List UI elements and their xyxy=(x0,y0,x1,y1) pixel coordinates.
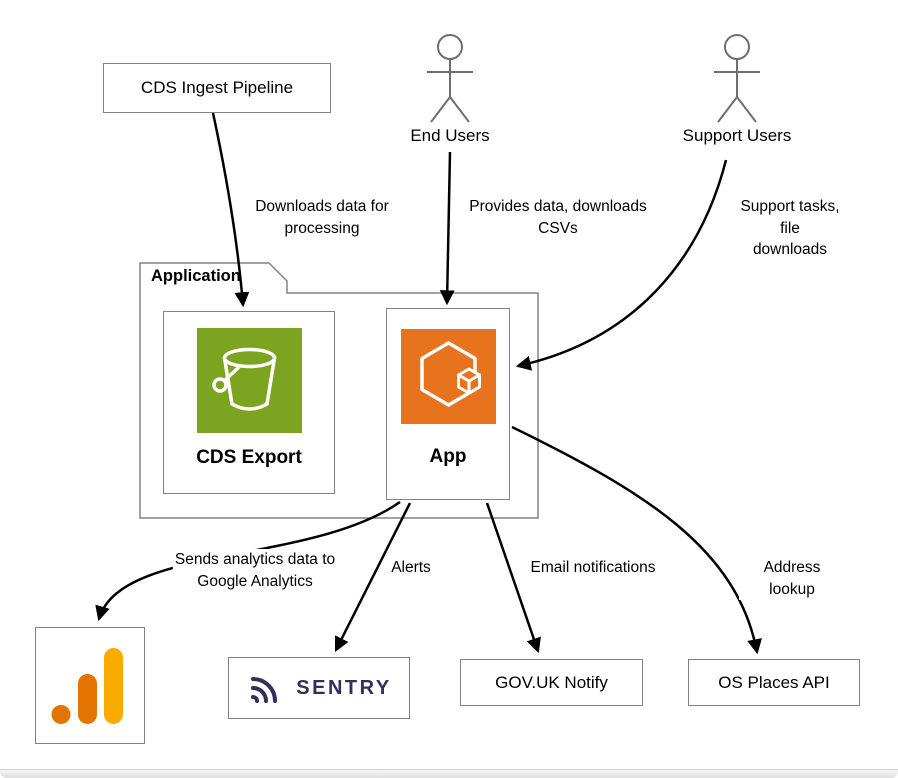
application-boundary-label: Application xyxy=(151,267,241,285)
end-users-label: End Users xyxy=(410,126,490,145)
os-places-api-label: OS Places API xyxy=(718,672,830,692)
edge-label-support-tasks: Support tasks, file downloads xyxy=(736,196,844,262)
edge-label-sends-analytics: Sends analytics data to Google Analytics xyxy=(172,549,338,593)
support-users-person-icon xyxy=(714,34,760,123)
node-cds-export: CDS Export xyxy=(163,311,335,494)
sentry-logo-icon xyxy=(251,677,278,703)
end-users-person-icon xyxy=(427,34,473,123)
ecs-hexagon-glyph xyxy=(419,341,477,407)
edge-label-email-notifications: Email notifications xyxy=(528,557,658,579)
ga-tall-bar xyxy=(104,647,123,724)
edge-label-address-lookup: Address lookup xyxy=(739,557,845,601)
person-head xyxy=(724,34,750,60)
arrow-app-to-sentry xyxy=(334,502,412,653)
person-right-leg xyxy=(449,96,470,123)
govuk-notify-label: GOV.UK Notify xyxy=(495,672,608,692)
s3-bucket-glyph xyxy=(211,347,276,411)
arrow-support-users-to-app xyxy=(515,159,728,371)
node-cds-ingest-pipeline: CDS Ingest Pipeline xyxy=(103,63,331,113)
ecs-cube-glyph xyxy=(456,367,481,395)
application-boundary-outline xyxy=(139,262,539,519)
node-sentry: SENTRY xyxy=(228,657,410,719)
cds-ingest-pipeline-label: CDS Ingest Pipeline xyxy=(140,78,294,97)
arrow-group xyxy=(95,112,762,655)
cds-export-label: CDS Export xyxy=(196,447,302,468)
person-right-leg xyxy=(736,96,757,123)
arrow-app-to-os-places xyxy=(511,425,762,655)
arrow-app-to-govuk-notify xyxy=(485,502,541,654)
window-bottom-edge xyxy=(0,769,898,778)
node-app: App xyxy=(386,308,510,500)
ga-dot xyxy=(51,704,71,724)
person-left-leg xyxy=(717,96,738,123)
person-left-leg xyxy=(430,96,451,123)
sentry-label: SENTRY xyxy=(296,676,392,699)
support-users-label: Support Users xyxy=(682,126,792,145)
app-label: App xyxy=(429,446,467,467)
edge-label-provides-data: Provides data, downloads CSVs xyxy=(467,196,649,240)
edge-label-downloads-data: Downloads data for processing xyxy=(253,196,391,240)
node-google-analytics xyxy=(35,627,145,744)
arrow-ingest-to-cds-export xyxy=(211,112,250,308)
person-head xyxy=(437,34,463,60)
google-analytics-icon xyxy=(51,647,123,724)
node-govuk-notify: GOV.UK Notify xyxy=(460,659,643,706)
edge-label-alerts: Alerts xyxy=(389,557,433,579)
arrow-end-users-to-app xyxy=(439,151,455,306)
node-os-places-api: OS Places API xyxy=(688,659,860,706)
s3-icon-background xyxy=(196,328,302,433)
aws-ecs-container-icon xyxy=(400,329,496,424)
aws-s3-bucket-icon xyxy=(196,328,302,433)
ga-medium-bar xyxy=(78,673,97,724)
